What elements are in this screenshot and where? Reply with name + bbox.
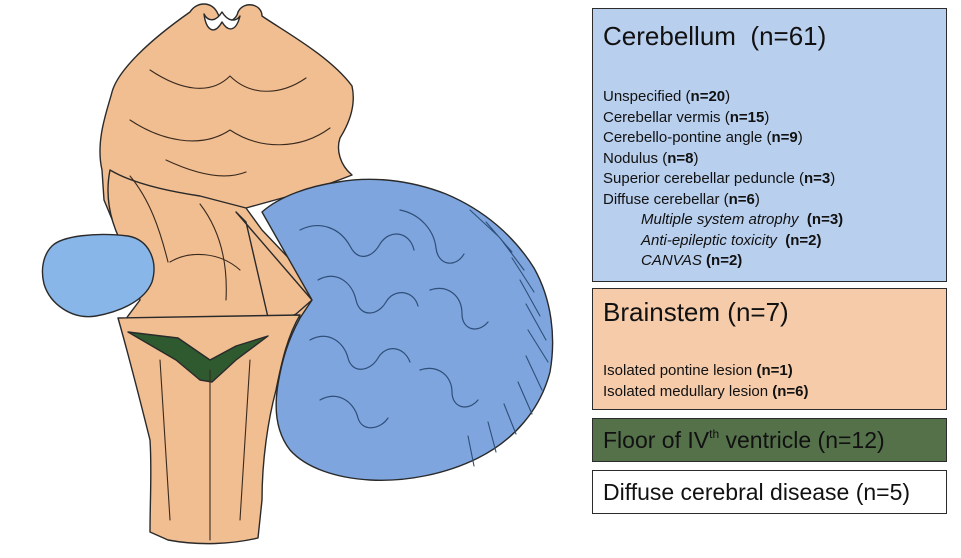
cerebellum-item-list: Unspecified (n=20) Cerebellar vermis (n=… [603, 87, 843, 272]
list-item: Anti-epileptic toxicity (n=2) [641, 231, 822, 249]
list-item: Isolated pontine lesion (n=1) [603, 362, 793, 379]
brainstem-shape [99, 3, 354, 235]
floor-ventricle-box: Floor of IVth ventricle (n=12) [592, 418, 947, 462]
list-item: CANVAS (n=2) [641, 252, 743, 269]
brainstem-cerebellum-illustration [41, 3, 554, 545]
brainstem-title-count: (n=7) [727, 297, 789, 327]
fourth-ventricle-floor [127, 331, 269, 383]
diffuse-cerebral-title: Diffuse cerebral disease (n=5) [603, 479, 911, 505]
cerebellum-shape [261, 178, 554, 481]
brainstem-item-list: Isolated pontine lesion (n=1) Isolated m… [603, 361, 809, 402]
cerebellum-title-count: (n=61) [750, 21, 827, 51]
medulla-shape [117, 314, 301, 545]
brainstem-title-text: Brainstem [603, 297, 721, 327]
diffuse-cerebral-box: Diffuse cerebral disease (n=5) [592, 470, 947, 514]
list-item: Isolated medullary lesion (n=6) [603, 382, 809, 400]
floor-ventricle-title: Floor of IVth ventricle (n=12) [603, 427, 885, 453]
list-item: Unspecified (n=20) [603, 88, 731, 105]
cerebellum-box: Cerebellum (n=61) Unspecified (n=20) Cer… [592, 8, 947, 282]
brainstem-box: Brainstem (n=7) Isolated pontine lesion … [592, 288, 947, 410]
list-item: Cerebello-pontine angle (n=9) [603, 129, 803, 146]
list-item: Superior cerebellar peduncle (n=3) [603, 170, 836, 187]
list-item: Nodulus (n=8) [603, 149, 699, 167]
cerebellum-title-text: Cerebellum [603, 21, 736, 51]
brainstem-title: Brainstem (n=7) [603, 297, 789, 327]
list-item: Multiple system atrophy (n=3) [641, 211, 844, 228]
list-item: Diffuse cerebellar (n=6) [603, 190, 760, 208]
cerebellum-title: Cerebellum (n=61) [603, 21, 826, 51]
brainstem-surface-lines [129, 69, 331, 541]
cerebellum-radial-lines [467, 209, 549, 467]
cerebellum-folia [299, 209, 489, 429]
aqueduct-notch [203, 11, 241, 31]
list-item: Cerebellar vermis (n=15) [603, 108, 770, 126]
flocculus-shape [41, 233, 155, 318]
